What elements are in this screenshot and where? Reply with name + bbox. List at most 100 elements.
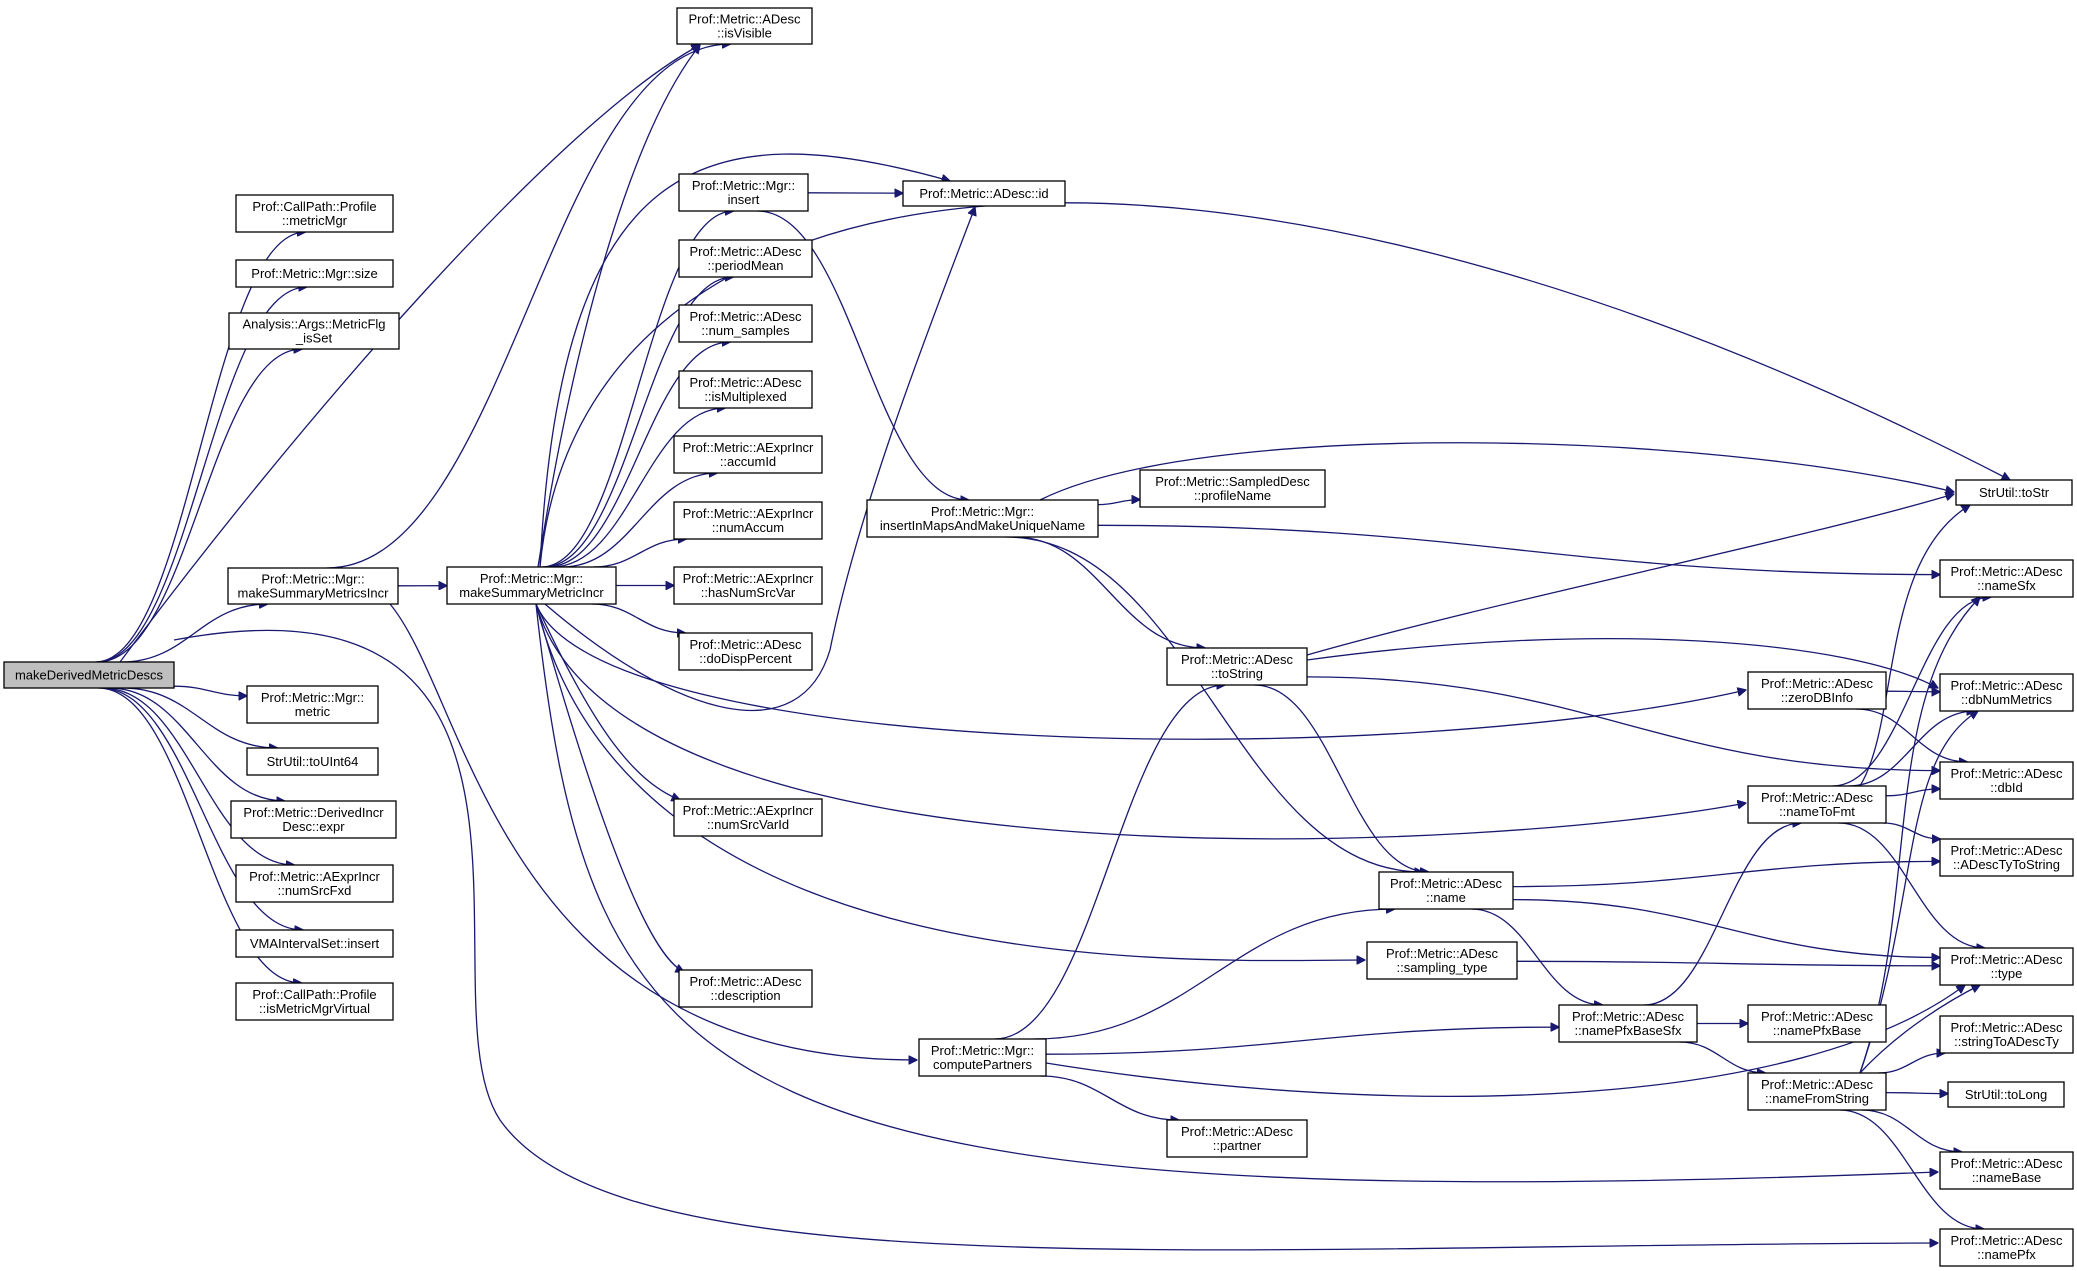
node-toLong[interactable]: StrUtil::toLong — [1947, 1081, 2065, 1108]
node-mgrInsert[interactable]: Prof::Metric::Mgr::insert — [678, 173, 809, 212]
node-insertInMaps[interactable]: Prof::Metric::Mgr::insertInMapsAndMakeUn… — [866, 499, 1099, 538]
node-label-line: Prof::Metric::AExprIncr — [683, 803, 814, 818]
node-label-line: makeSummaryMetricIncr — [459, 585, 604, 600]
edge-line — [1254, 684, 1428, 872]
node-partner[interactable]: Prof::Metric::ADesc::partner — [1166, 1119, 1308, 1158]
edge-line — [109, 687, 285, 801]
node-label-line: insertInMapsAndMakeUniqueName — [880, 518, 1085, 533]
edge-root-to-derivedExpr — [109, 687, 285, 801]
node-nameSfx[interactable]: Prof::Metric::ADesc::nameSfx — [1939, 559, 2074, 598]
node-nameToFmt[interactable]: Prof::Metric::ADesc::nameToFmt — [1747, 785, 1887, 824]
node-namePfxBaseSfx[interactable]: Prof::Metric::ADesc::namePfxBaseSfx — [1558, 1004, 1698, 1043]
node-box — [1947, 1081, 2065, 1108]
node-label-line: Prof::Metric::ADesc — [690, 309, 802, 324]
node-vmaInsert[interactable]: VMAIntervalSet::insert — [235, 929, 394, 958]
node-label-line: ::metricMgr — [282, 213, 348, 228]
node-box — [678, 239, 813, 278]
node-box — [227, 567, 399, 605]
node-box — [676, 7, 813, 45]
edge-line — [551, 408, 726, 568]
node-box — [1747, 671, 1887, 710]
node-profileName[interactable]: Prof::Metric::SampledDesc::profileName — [1139, 469, 1326, 508]
node-label-line: Prof::Metric::ADesc — [1181, 652, 1293, 667]
edge-layer — [95, 44, 2010, 1251]
node-samplingType[interactable]: Prof::Metric::ADesc::sampling_type — [1366, 941, 1518, 980]
node-label-line: Prof::Metric::ADesc — [1181, 1124, 1293, 1139]
node-label-line: insert — [728, 192, 760, 207]
node-label-line: ::nameToFmt — [1779, 804, 1855, 819]
edge-makeSummaryMetricIncr-to-numAccum — [593, 539, 686, 568]
node-box — [678, 304, 813, 343]
edge-line — [1859, 985, 1980, 1074]
edge-line — [1883, 822, 1940, 839]
edge-line — [1679, 1041, 1765, 1073]
node-label-line: Prof::Metric::ADesc — [690, 244, 802, 259]
node-namePfx[interactable]: Prof::Metric::ADesc::namePfx — [1939, 1228, 2074, 1267]
node-strToStr[interactable]: StrUtil::toStr — [1955, 479, 2073, 506]
node-box — [1939, 673, 2074, 712]
node-description[interactable]: Prof::Metric::ADesc::description — [678, 969, 813, 1008]
node-dbNumMetrics[interactable]: Prof::Metric::ADesc::dbNumMetrics — [1939, 673, 2074, 712]
node-box — [230, 800, 397, 839]
node-computePartners[interactable]: Prof::Metric::Mgr::computePartners — [918, 1038, 1047, 1077]
node-mgrSize[interactable]: Prof::Metric::Mgr::size — [235, 259, 394, 288]
node-isMetricMgrVirtual[interactable]: Prof::CallPath::Profile::isMetricMgrVirt… — [235, 982, 394, 1021]
node-doDispPercent[interactable]: Prof::Metric::ADesc::doDispPercent — [678, 632, 813, 671]
node-label-line: Prof::Metric::Mgr:: — [931, 1043, 1034, 1058]
node-label-line: Prof::Metric::ADesc — [1951, 1233, 2063, 1248]
node-label-line: VMAIntervalSet::insert — [250, 936, 380, 951]
edge-root-to-mgrMetric — [173, 685, 247, 696]
node-nameBase[interactable]: Prof::Metric::ADesc::nameBase — [1939, 1151, 2074, 1190]
node-typeNode[interactable]: Prof::Metric::ADesc::type — [1939, 947, 2074, 986]
node-makeSummaryMetricIncr[interactable]: Prof::Metric::Mgr::makeSummaryMetricIncr — [446, 566, 617, 605]
node-mgrMetric[interactable]: Prof::Metric::Mgr::metric — [246, 685, 379, 724]
node-box — [1939, 1015, 2074, 1054]
edge-makeSummaryMetricIncr-to-numSrcVarId — [535, 603, 680, 800]
node-isMultiplexed[interactable]: Prof::Metric::ADesc::isMultiplexed — [678, 370, 813, 409]
edge-makeSummaryMetricIncr-to-mgrInsert — [541, 211, 734, 568]
edge-nameToFmt-to-dbId — [1885, 789, 1940, 797]
node-hasNumSrcVar[interactable]: Prof::Metric::AExprIncr::hasNumSrcVar — [673, 566, 823, 605]
edge-insertInMaps-to-nameNode — [1005, 536, 1423, 872]
node-toUInt64[interactable]: StrUtil::toUInt64 — [246, 747, 379, 776]
node-numSamples[interactable]: Prof::Metric::ADesc::num_samples — [678, 304, 813, 343]
node-label-line: Prof::Metric::ADesc — [1951, 564, 2063, 579]
edge-line — [99, 687, 303, 930]
node-label-line: ::isMultiplexed — [704, 389, 786, 404]
edge-line — [1855, 708, 1968, 762]
edge-namePfxBaseSfx-to-nameToFmt — [1643, 823, 1801, 1006]
node-label-line: ::num_samples — [701, 323, 790, 338]
node-label-line: Prof::Metric::ADesc — [1386, 946, 1498, 961]
node-numAccum[interactable]: Prof::Metric::AExprIncr::numAccum — [673, 501, 823, 540]
node-label-line: makeDerivedMetricDescs — [15, 668, 164, 683]
node-nameFromString[interactable]: Prof::Metric::ADesc::nameFromString — [1747, 1072, 1887, 1111]
node-toStringNode[interactable]: Prof::Metric::ADesc::toString — [1166, 647, 1308, 686]
node-label-line: metric — [295, 704, 331, 719]
node-box — [228, 312, 400, 350]
edge-line — [1512, 861, 1940, 888]
edge-root-to-toUInt64 — [122, 687, 278, 748]
node-numSrcFxd[interactable]: Prof::Metric::AExprIncr::numSrcFxd — [235, 864, 394, 903]
node-label-line: ::name — [1426, 890, 1466, 905]
node-nameNode[interactable]: Prof::Metric::ADesc::name — [1378, 871, 1514, 910]
node-numSrcVarId[interactable]: Prof::Metric::AExprIncr::numSrcVarId — [673, 798, 823, 837]
node-namePfxBase[interactable]: Prof::Metric::ADesc::namePfxBase — [1747, 1004, 1887, 1043]
node-aDescTyToString[interactable]: Prof::Metric::ADesc::ADescTyToString — [1939, 838, 2074, 877]
node-dbId[interactable]: Prof::Metric::ADesc::dbId — [1939, 761, 2074, 800]
edge-makeSummaryMetricIncr-to-isVisible — [537, 45, 700, 568]
node-periodMean[interactable]: Prof::Metric::ADesc::periodMean — [678, 239, 813, 278]
edge-nameFromString-to-nameBase — [1861, 1109, 1962, 1152]
node-isVisible[interactable]: Prof::Metric::ADesc::isVisible — [676, 7, 813, 45]
node-stringToADescTy[interactable]: Prof::Metric::ADesc::stringToADescTy — [1939, 1015, 2074, 1054]
node-box — [1939, 1151, 2074, 1190]
node-zeroDBInfo[interactable]: Prof::Metric::ADesc::zeroDBInfo — [1747, 671, 1887, 710]
node-accumId[interactable]: Prof::Metric::AExprIncr::accumId — [673, 435, 823, 474]
node-box — [1747, 1004, 1887, 1043]
node-label-line: ::namePfx — [1977, 1247, 2036, 1262]
node-adescId[interactable]: Prof::Metric::ADesc::id — [902, 180, 1066, 207]
node-makeSummaryMetricsIncr[interactable]: Prof::Metric::Mgr::makeSummaryMetricsInc… — [227, 567, 399, 605]
edge-makeSummaryMetricIncr-to-samplingType — [535, 603, 1365, 961]
node-metricMgr[interactable]: Prof::CallPath::Profile::metricMgr — [235, 194, 394, 233]
node-metricFlgIsSet[interactable]: Analysis::Args::MetricFlg_isSet — [228, 312, 400, 350]
